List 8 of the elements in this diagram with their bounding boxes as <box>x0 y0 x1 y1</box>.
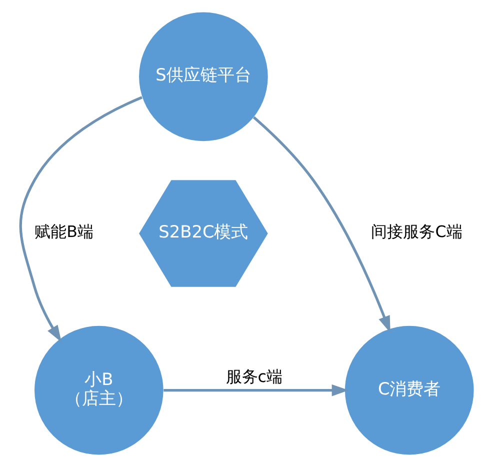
arrow <box>163 384 348 396</box>
node-circle: S供应链平台 <box>138 12 268 142</box>
edge-label: 赋能B端 <box>34 222 93 242</box>
arrow <box>252 116 390 333</box>
edge-label: 间接服务C端 <box>370 222 462 242</box>
edge-label: 服务c端 <box>225 366 282 386</box>
arrow <box>18 96 142 342</box>
node-circle: C消费者 <box>344 326 474 455</box>
